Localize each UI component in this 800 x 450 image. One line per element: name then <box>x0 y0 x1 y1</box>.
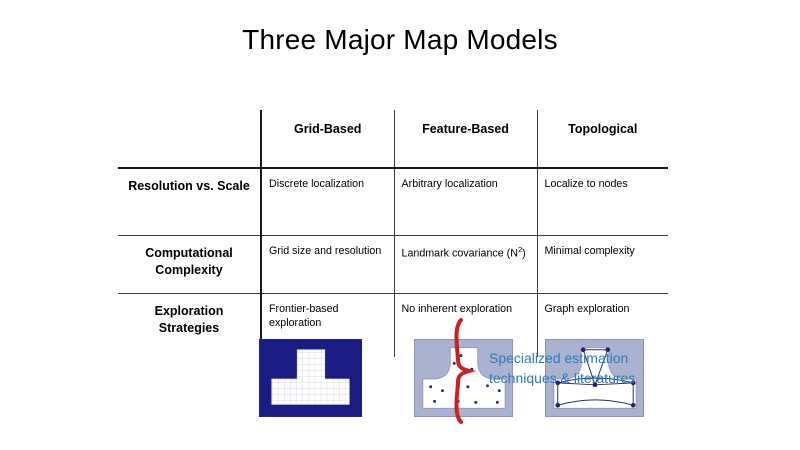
annotation-specialized-estimation: Specialized estimation techniques & lite… <box>489 350 636 386</box>
page-title: Three Major Map Models <box>242 24 558 55</box>
feature-map-svg <box>415 340 512 416</box>
grid-occupancy-map-image <box>259 339 362 417</box>
table-header-row: Grid-Based Feature-Based Topological <box>118 110 668 168</box>
cell-resolution-feature: Arbitrary localization <box>393 167 537 236</box>
cell-resolution-grid: Discrete localization <box>260 167 394 236</box>
table-row: Resolution vs. Scale Discrete localizati… <box>118 167 668 236</box>
graph-edges <box>557 349 634 406</box>
feature-landmark-map-image <box>414 339 513 417</box>
red-curly-brace-icon <box>448 318 484 424</box>
cell-complexity-feature: Landmark covariance (N2) <box>393 235 537 294</box>
map-models-comparison-table: Grid-Based Feature-Based Topological Res… <box>118 110 668 357</box>
cell-complexity-feature-suffix: ) <box>522 247 526 260</box>
table-row: Computational Complexity Grid size and r… <box>118 235 668 294</box>
column-header-feature-based: Feature-Based <box>393 110 537 168</box>
table-corner-cell <box>118 110 261 168</box>
row-label-computational-complexity: Computational Complexity <box>118 235 261 294</box>
brace-svg <box>454 318 477 424</box>
topological-graph-map-image <box>545 339 644 417</box>
row-label-exploration-strategies: Exploration Strategies <box>118 293 261 357</box>
cell-complexity-feature-prefix: Landmark covariance (N <box>401 247 518 260</box>
grid-map-svg <box>260 340 361 416</box>
cell-complexity-feature-exponent: 2 <box>517 245 523 254</box>
graph-nodes <box>555 347 636 408</box>
cell-complexity-grid: Grid size and resolution <box>260 235 394 294</box>
topological-map-svg <box>546 340 643 416</box>
row-label-resolution-vs-scale: Resolution vs. Scale <box>118 167 261 236</box>
column-header-topological: Topological <box>536 110 668 168</box>
column-header-grid-based: Grid-Based <box>260 110 394 168</box>
cell-complexity-topological: Minimal complexity <box>536 235 668 294</box>
cell-resolution-topological: Localize to nodes <box>536 167 668 236</box>
